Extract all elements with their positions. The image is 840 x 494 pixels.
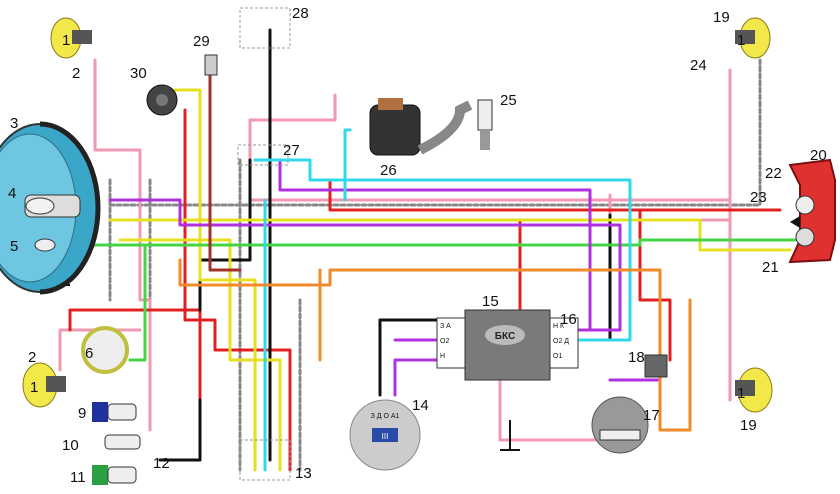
switch-pins-label: З Д О А1 xyxy=(371,413,400,420)
turn-signal-front-right xyxy=(735,17,771,59)
turn-signal-rear-left xyxy=(22,362,66,408)
label-18: 18 xyxy=(628,349,645,366)
sensor-29 xyxy=(204,54,218,76)
bulb-9 xyxy=(92,402,137,422)
headlight-3 xyxy=(0,121,101,295)
label-23: 23 xyxy=(750,189,767,206)
relay-pin-o1: О1 xyxy=(553,353,562,360)
relay-18 xyxy=(644,354,668,378)
fuse-10 xyxy=(104,434,141,450)
label-21: 21 xyxy=(762,259,779,276)
label-9: 9 xyxy=(78,405,86,422)
label-29: 29 xyxy=(193,33,210,50)
headlight-rim xyxy=(39,121,101,295)
horn-30 xyxy=(146,84,178,116)
label-20: 20 xyxy=(810,147,827,164)
bulb-22 xyxy=(795,195,815,215)
connector-block-27 xyxy=(237,144,289,166)
label-1d: 1 xyxy=(737,385,745,402)
relay-pin-nk: Н К xyxy=(553,323,565,330)
ignition-switch-14: III З Д О А1 xyxy=(349,399,421,471)
label-10: 10 xyxy=(62,437,79,454)
label-25: 25 xyxy=(500,92,517,109)
relay-pin-o2-left: О2 xyxy=(440,338,449,345)
label-4: 4 xyxy=(8,185,16,202)
wire-orange xyxy=(178,258,692,432)
label-12: 12 xyxy=(153,455,170,472)
label-13: 13 xyxy=(295,465,312,482)
switch-center-label: III xyxy=(382,432,389,441)
wire-green xyxy=(53,238,797,362)
connector-block-13 xyxy=(239,439,291,481)
turn-signal-front-left xyxy=(50,17,92,59)
wire-harness-main xyxy=(108,58,762,472)
spark-plug-25 xyxy=(477,99,493,150)
label-15: 15 xyxy=(482,293,499,310)
tail-light-20 xyxy=(788,158,836,264)
turn-signal-rear-right xyxy=(735,367,773,413)
wire-cyan xyxy=(253,128,632,472)
component-labels: 1 2 3 4 5 6 2 1 9 10 11 12 13 14 15 16 1… xyxy=(8,5,827,486)
label-17: 17 xyxy=(643,407,660,424)
label-22: 22 xyxy=(765,165,782,182)
label-14: 14 xyxy=(412,397,429,414)
wire-brown xyxy=(208,68,242,272)
label-26: 26 xyxy=(380,162,397,179)
label-1c: 1 xyxy=(737,32,745,49)
label-27: 27 xyxy=(283,142,300,159)
label-5: 5 xyxy=(10,238,18,255)
relay-name: БКС xyxy=(495,331,515,342)
bulb-4-glass xyxy=(25,197,55,215)
ignition-coil-26 xyxy=(369,98,473,156)
label-6: 6 xyxy=(85,345,93,362)
label-16: 16 xyxy=(560,311,577,328)
diode-23 xyxy=(790,216,800,228)
label-1b: 1 xyxy=(30,379,38,396)
switch-6 xyxy=(81,326,129,374)
connector-block-28 xyxy=(239,7,291,49)
label-28: 28 xyxy=(292,5,309,22)
label-1a: 1 xyxy=(62,32,70,49)
bulb-5 xyxy=(34,238,56,252)
relay-pin-n-left: Н xyxy=(440,353,445,360)
wire-violet xyxy=(108,158,662,397)
generator-17 xyxy=(591,396,649,454)
relay-15: БКС З А О2 Н Н К О2 Д О1 xyxy=(436,309,579,381)
wire-red xyxy=(68,108,782,472)
label-2a: 2 xyxy=(72,65,80,82)
wire-yellow xyxy=(108,88,792,472)
relay-pin-o2d: О2 Д xyxy=(553,338,569,345)
label-24: 24 xyxy=(690,57,707,74)
label-2b: 2 xyxy=(28,349,36,366)
label-19b: 19 xyxy=(740,417,757,434)
label-3: 3 xyxy=(10,115,18,132)
label-11: 11 xyxy=(70,469,86,486)
relay-pin-za: З А xyxy=(440,323,451,330)
label-19a: 19 xyxy=(713,9,730,26)
bulb-21 xyxy=(795,227,815,247)
label-30: 30 xyxy=(130,65,147,82)
bulb-11 xyxy=(92,465,137,485)
